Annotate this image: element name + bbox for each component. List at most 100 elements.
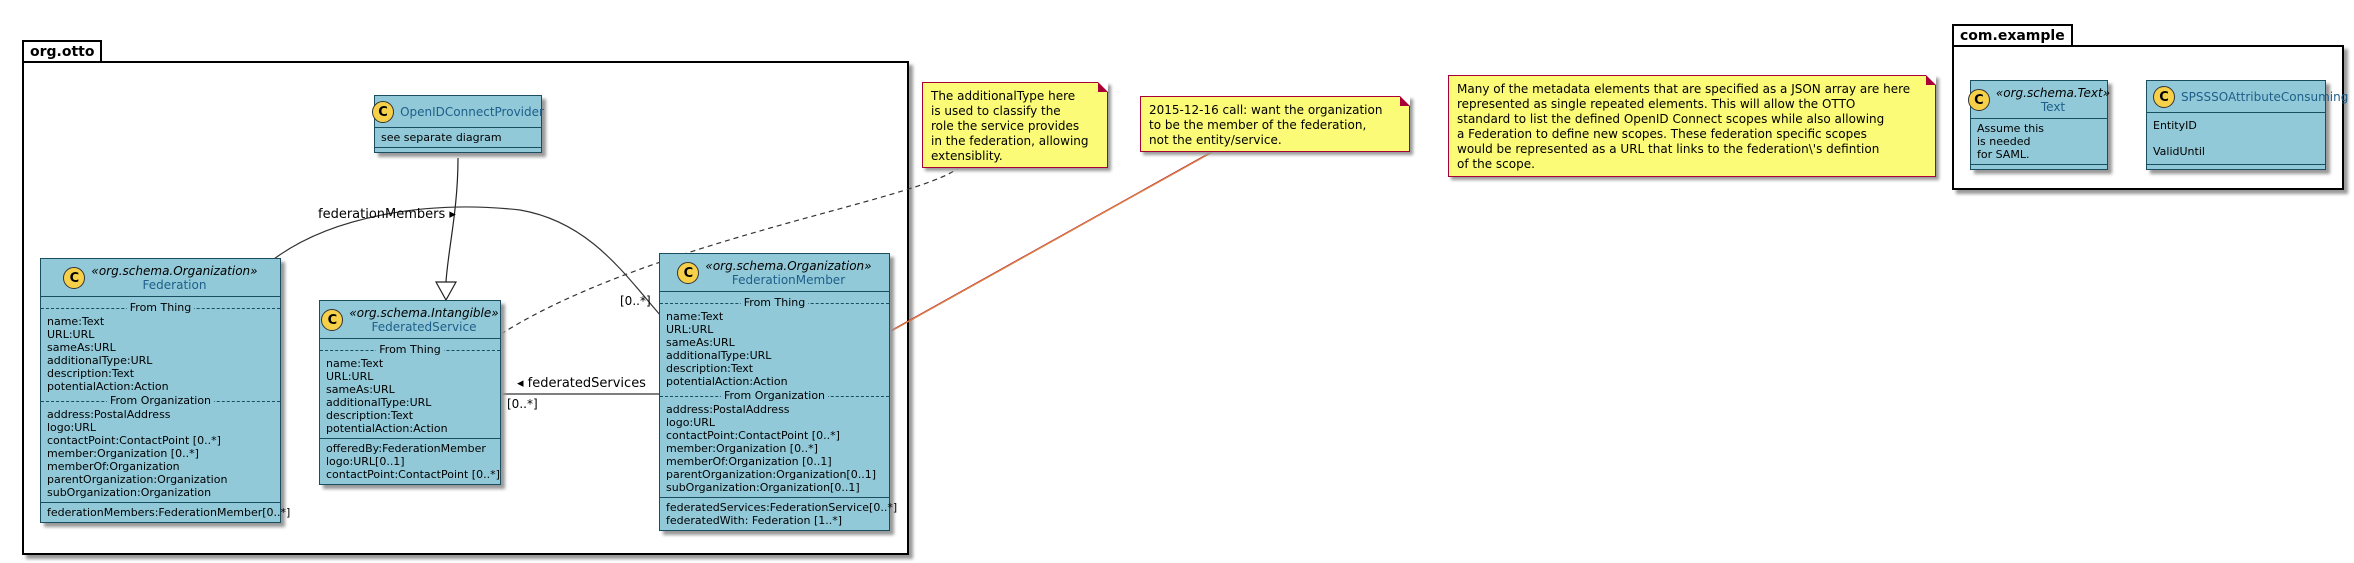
class-attribute: address:PostalAddress [47,408,171,421]
note-line: 2015-12-16 call: want the organization [1149,103,1383,117]
class-own-attributes: offeredBy:FederationMember logo:URL[0..1… [320,439,500,484]
class-circle-icon: C [2153,86,2175,108]
class-attribute: member:Organization [0..*] [47,447,199,460]
class-own-attributes: federationMembers:FederationMember[0..*] [41,503,291,522]
class-openid-connect-provider[interactable]: C OpenIDConnectProvider see separate dia… [372,95,544,153]
note-link-call-shadow [892,149,1217,331]
note-line: extensiblity. [931,149,1003,163]
note-fold-icon [1098,82,1108,92]
class-body: EntityID ValidUntil [2147,113,2325,165]
class-header: C OpenIDConnectProvider [372,96,544,128]
note-metadata: Many of the metadata elements that are s… [1448,75,1936,177]
class-attribute: name:Text [666,310,724,323]
class-federation-member[interactable]: C «org.schema.Organization» FederationMe… [659,253,897,531]
class-attribute: name:Text [47,315,105,328]
class-attribute: logo:URL [666,416,716,429]
class-attribute: subOrganization:Organization[0..1] [666,481,860,494]
class-attributes: From Thing name:Text URL:URL sameAs:URL … [320,339,500,439]
federation-members-multiplicity: [0..*] [620,294,651,308]
note-line: is used to classify the [931,104,1061,118]
section-separator: From Organization [41,394,280,407]
class-attribute: EntityID [2153,119,2197,132]
class-attribute: contactPoint:ContactPoint [0..*] [47,434,221,447]
class-attribute: potentialAction:Action [666,375,788,388]
class-attribute: ValidUntil [2153,145,2205,158]
class-attribute: URL:URL [326,370,374,383]
generalization-arrowhead [434,281,458,302]
class-circle-icon: C [1967,89,1990,111]
class-stereotype: «org.schema.Organization» [91,264,258,278]
note-line: in the federation, allowing [931,134,1089,148]
class-name: OpenIDConnectProvider [400,105,544,119]
class-header: C SPSSSOAttributeConsuming [2147,81,2348,113]
class-own-attributes: federatedServices:FederationService[0..*… [660,498,897,530]
class-attribute: sameAs:URL [47,341,116,354]
class-attribute: potentialAction:Action [47,380,169,393]
note-line: standard to list the defined OpenID Conn… [1457,112,1885,126]
class-attribute [2153,132,2319,145]
note-line: a Federation to define new scopes. These… [1457,127,1867,141]
class-attribute: memberOf:Organization [47,460,180,473]
class-body: Assume this is needed for SAML. [1971,119,2107,165]
note-line: of the scope. [1457,157,1535,171]
class-header: C «org.schema.Organization» Federation [41,259,280,297]
note-line: to be the member of the federation, [1149,118,1367,132]
class-attribute: logo:URL[0..1] [326,455,405,468]
class-header: C «org.schema.Text» Text [1967,81,2111,119]
class-circle-icon: C [677,262,700,284]
class-attribute: parentOrganization:Organization[0..1] [666,468,876,481]
section-separator: From Organization [660,389,889,402]
class-name: Federation [142,278,207,292]
class-attribute: for SAML. [1977,148,2030,161]
note-additional-type: The additionalType here is used to class… [922,82,1108,168]
class-attribute: description:Text [326,409,414,422]
class-name: Text [2040,100,2066,114]
note-line: would be represented as a URL that links… [1457,142,1880,156]
class-name: SPSSSOAttributeConsuming [2181,90,2349,104]
class-attribute: URL:URL [47,328,95,341]
class-circle-icon: C [321,309,344,331]
class-attribute: contactPoint:ContactPoint [0..*] [326,468,500,481]
class-empty-section [2147,165,2325,169]
note-line: represented as single repeated elements.… [1457,97,1856,111]
association-federation-members [269,206,662,317]
class-federation[interactable]: C «org.schema.Organization» Federation F… [40,258,291,523]
note-fold-icon [1926,75,1936,85]
class-text[interactable]: C «org.schema.Text» Text Assume this is … [1967,80,2111,170]
note-line: The additionalType here [931,89,1076,103]
class-spsso-attribute-consuming[interactable]: C SPSSSOAttributeConsuming EntityID Vali… [2146,80,2348,170]
class-circle-icon: C [372,101,395,123]
section-separator: From Thing [660,296,889,309]
class-attribute: address:PostalAddress [666,403,790,416]
class-attribute: URL:URL [666,323,714,336]
class-attribute: additionalType:URL [666,349,772,362]
class-attribute: Assume this [1977,122,2045,135]
federated-services-label: ◂ federatedServices [517,376,646,391]
class-header: C «org.schema.Organization» FederationMe… [660,254,889,292]
class-attribute: federationMembers:FederationMember[0..*] [47,506,291,519]
class-stereotype: «org.schema.Organization» [705,259,872,273]
class-federated-service[interactable]: C «org.schema.Intangible» FederatedServi… [319,300,501,485]
class-body: see separate diagram [375,128,541,148]
class-attributes: From Thing name:Text URL:URL sameAs:URL … [660,292,889,498]
class-attribute: contactPoint:ContactPoint [0..*] [666,429,840,442]
class-attribute: parentOrganization:Organization [47,473,228,486]
class-attribute: description:Text [666,362,754,375]
class-attribute: description:Text [47,367,135,380]
class-attribute: is needed [1977,135,2031,148]
note-fold-icon [1400,96,1410,106]
package-tab-example: com.example [1952,24,2073,48]
class-circle-icon: C [63,267,86,289]
class-empty-section [375,148,541,152]
class-name: FederationMember [731,273,846,287]
federation-members-label: federationMembers ▸ [318,207,456,222]
class-stereotype: «org.schema.Text» [1995,86,2111,100]
class-empty-section [1971,165,2107,169]
section-separator: From Thing [320,343,500,356]
class-attribute: additionalType:URL [326,396,432,409]
section-separator: From Thing [41,301,280,314]
class-attribute: member:Organization [0..*] [666,442,818,455]
class-attribute: offeredBy:FederationMember [326,442,486,455]
class-attribute: subOrganization:Organization [47,486,212,499]
